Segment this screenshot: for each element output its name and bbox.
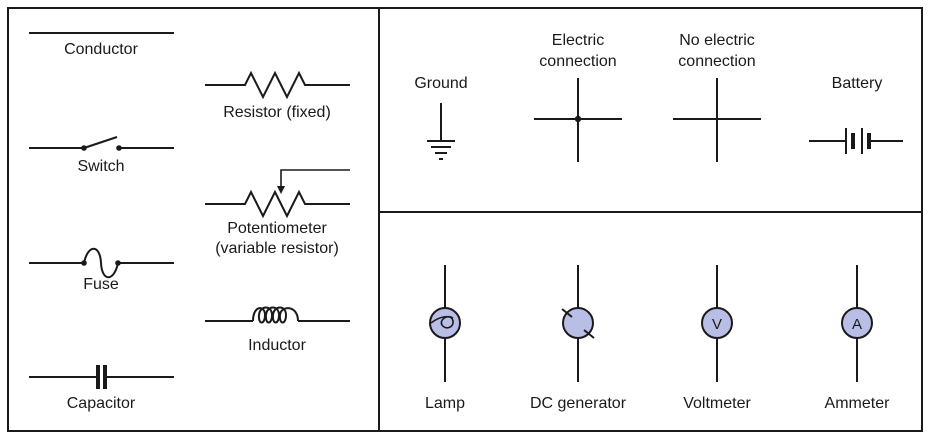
dc-generator-label: DC generator [530, 395, 627, 412]
lamp-symbol [429, 265, 461, 382]
ammeter-symbol [841, 265, 873, 382]
fuse-label: Fuse [83, 276, 119, 293]
ammeter-letter: A [852, 316, 862, 333]
ground-label: Ground [414, 75, 467, 92]
no-electric-connection-symbol [673, 78, 761, 162]
electric-connection-label-line2: connection [539, 53, 616, 70]
battery-symbol [809, 128, 903, 154]
outer-frame [7, 7, 923, 432]
no-electric-connection-label-line2: connection [678, 53, 755, 70]
capacitor-symbol [29, 365, 174, 389]
dc-generator-symbol [561, 265, 595, 382]
no-electric-connection-label-line1: No electric [679, 32, 755, 49]
ammeter-label: Ammeter [825, 395, 891, 412]
potentiometer-label-line2: (variable resistor) [215, 240, 339, 257]
potentiometer-symbol [205, 169, 350, 219]
electric-connection-label-line1: Electric [552, 32, 604, 49]
resistor-symbol [205, 70, 350, 100]
voltmeter-label: Voltmeter [683, 395, 751, 412]
capacitor-label: Capacitor [67, 395, 136, 412]
lamp-label: Lamp [425, 395, 465, 412]
conductor-label: Conductor [64, 41, 138, 58]
switch-label: Switch [77, 158, 124, 175]
voltmeter-letter: V [712, 316, 722, 333]
switch-symbol [29, 136, 174, 151]
battery-label: Battery [832, 75, 883, 92]
inductor-label: Inductor [248, 337, 306, 354]
ground-symbol [427, 103, 455, 160]
voltmeter-symbol [701, 265, 733, 382]
fuse-symbol [29, 247, 174, 279]
inductor-symbol [205, 306, 350, 324]
resistor-label: Resistor (fixed) [223, 104, 331, 121]
potentiometer-label-line1: Potentiometer [227, 220, 327, 237]
electric-connection-symbol [534, 78, 622, 162]
